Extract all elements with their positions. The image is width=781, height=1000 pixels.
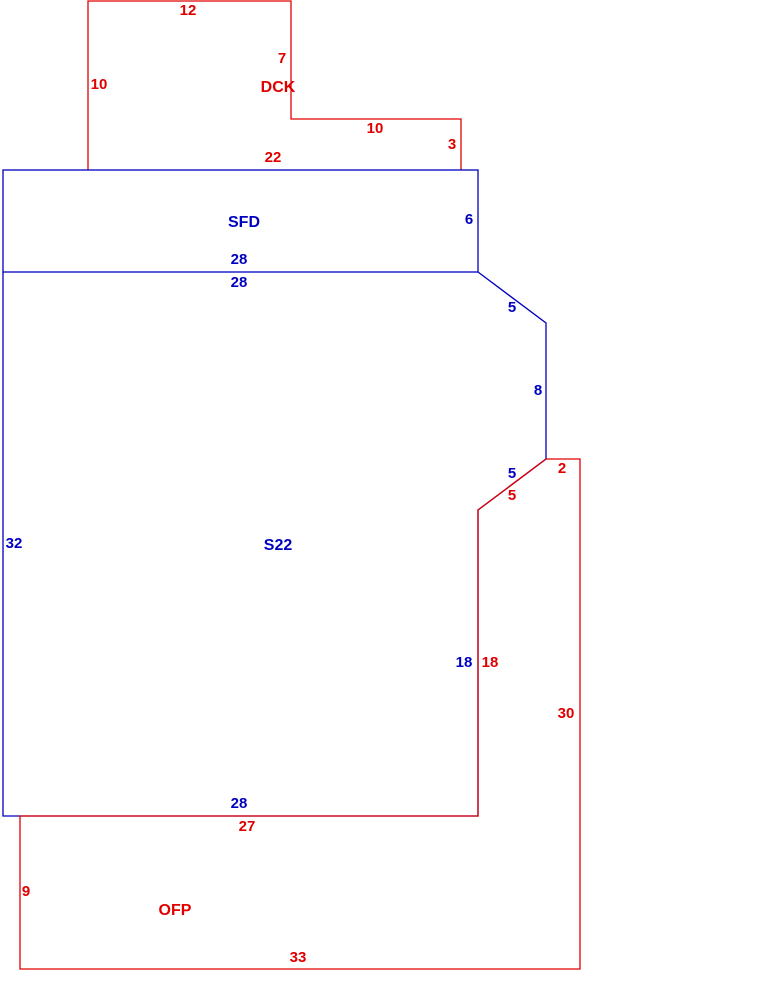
ofp-side-diag: 5	[508, 487, 516, 504]
ofp-side-right: 30	[558, 705, 575, 722]
s22-side-inner: 18	[456, 654, 473, 671]
sfd-area-label: SFD	[228, 214, 260, 231]
ofp-area-label: OFP	[159, 902, 192, 919]
s22-area-label: S22	[264, 537, 293, 554]
sfd-side-bottom: 28	[231, 251, 248, 268]
dck-side-ledge: 10	[367, 120, 384, 137]
s22-side-diag-top: 5	[508, 299, 516, 316]
ofp-outline	[19, 458, 581, 970]
ofp-side-bottom: 33	[290, 949, 307, 966]
dck-side-top: 12	[180, 2, 197, 19]
s22-side-left: 32	[6, 535, 23, 552]
dck-side-bottom: 22	[265, 149, 282, 166]
dck-side-left: 10	[91, 76, 108, 93]
dck-area-label: DCK	[261, 79, 296, 96]
dck-outline	[87, 0, 462, 170]
s22-side-right: 8	[534, 382, 542, 399]
dck-side-step: 7	[278, 50, 286, 67]
ofp-side-top-edge: 27	[239, 818, 256, 835]
ofp-side-top: 2	[558, 460, 566, 477]
sfd-outline	[2, 169, 479, 273]
s22-side-diag-bottom: 5	[508, 465, 516, 482]
ofp-side-inner: 18	[482, 654, 499, 671]
s22-side-bottom: 28	[231, 795, 248, 812]
sfd-side-right: 6	[465, 211, 473, 228]
s22-side-top: 28	[231, 274, 248, 291]
dck-side-right: 3	[448, 136, 456, 153]
ofp-side-left: 9	[22, 883, 30, 900]
